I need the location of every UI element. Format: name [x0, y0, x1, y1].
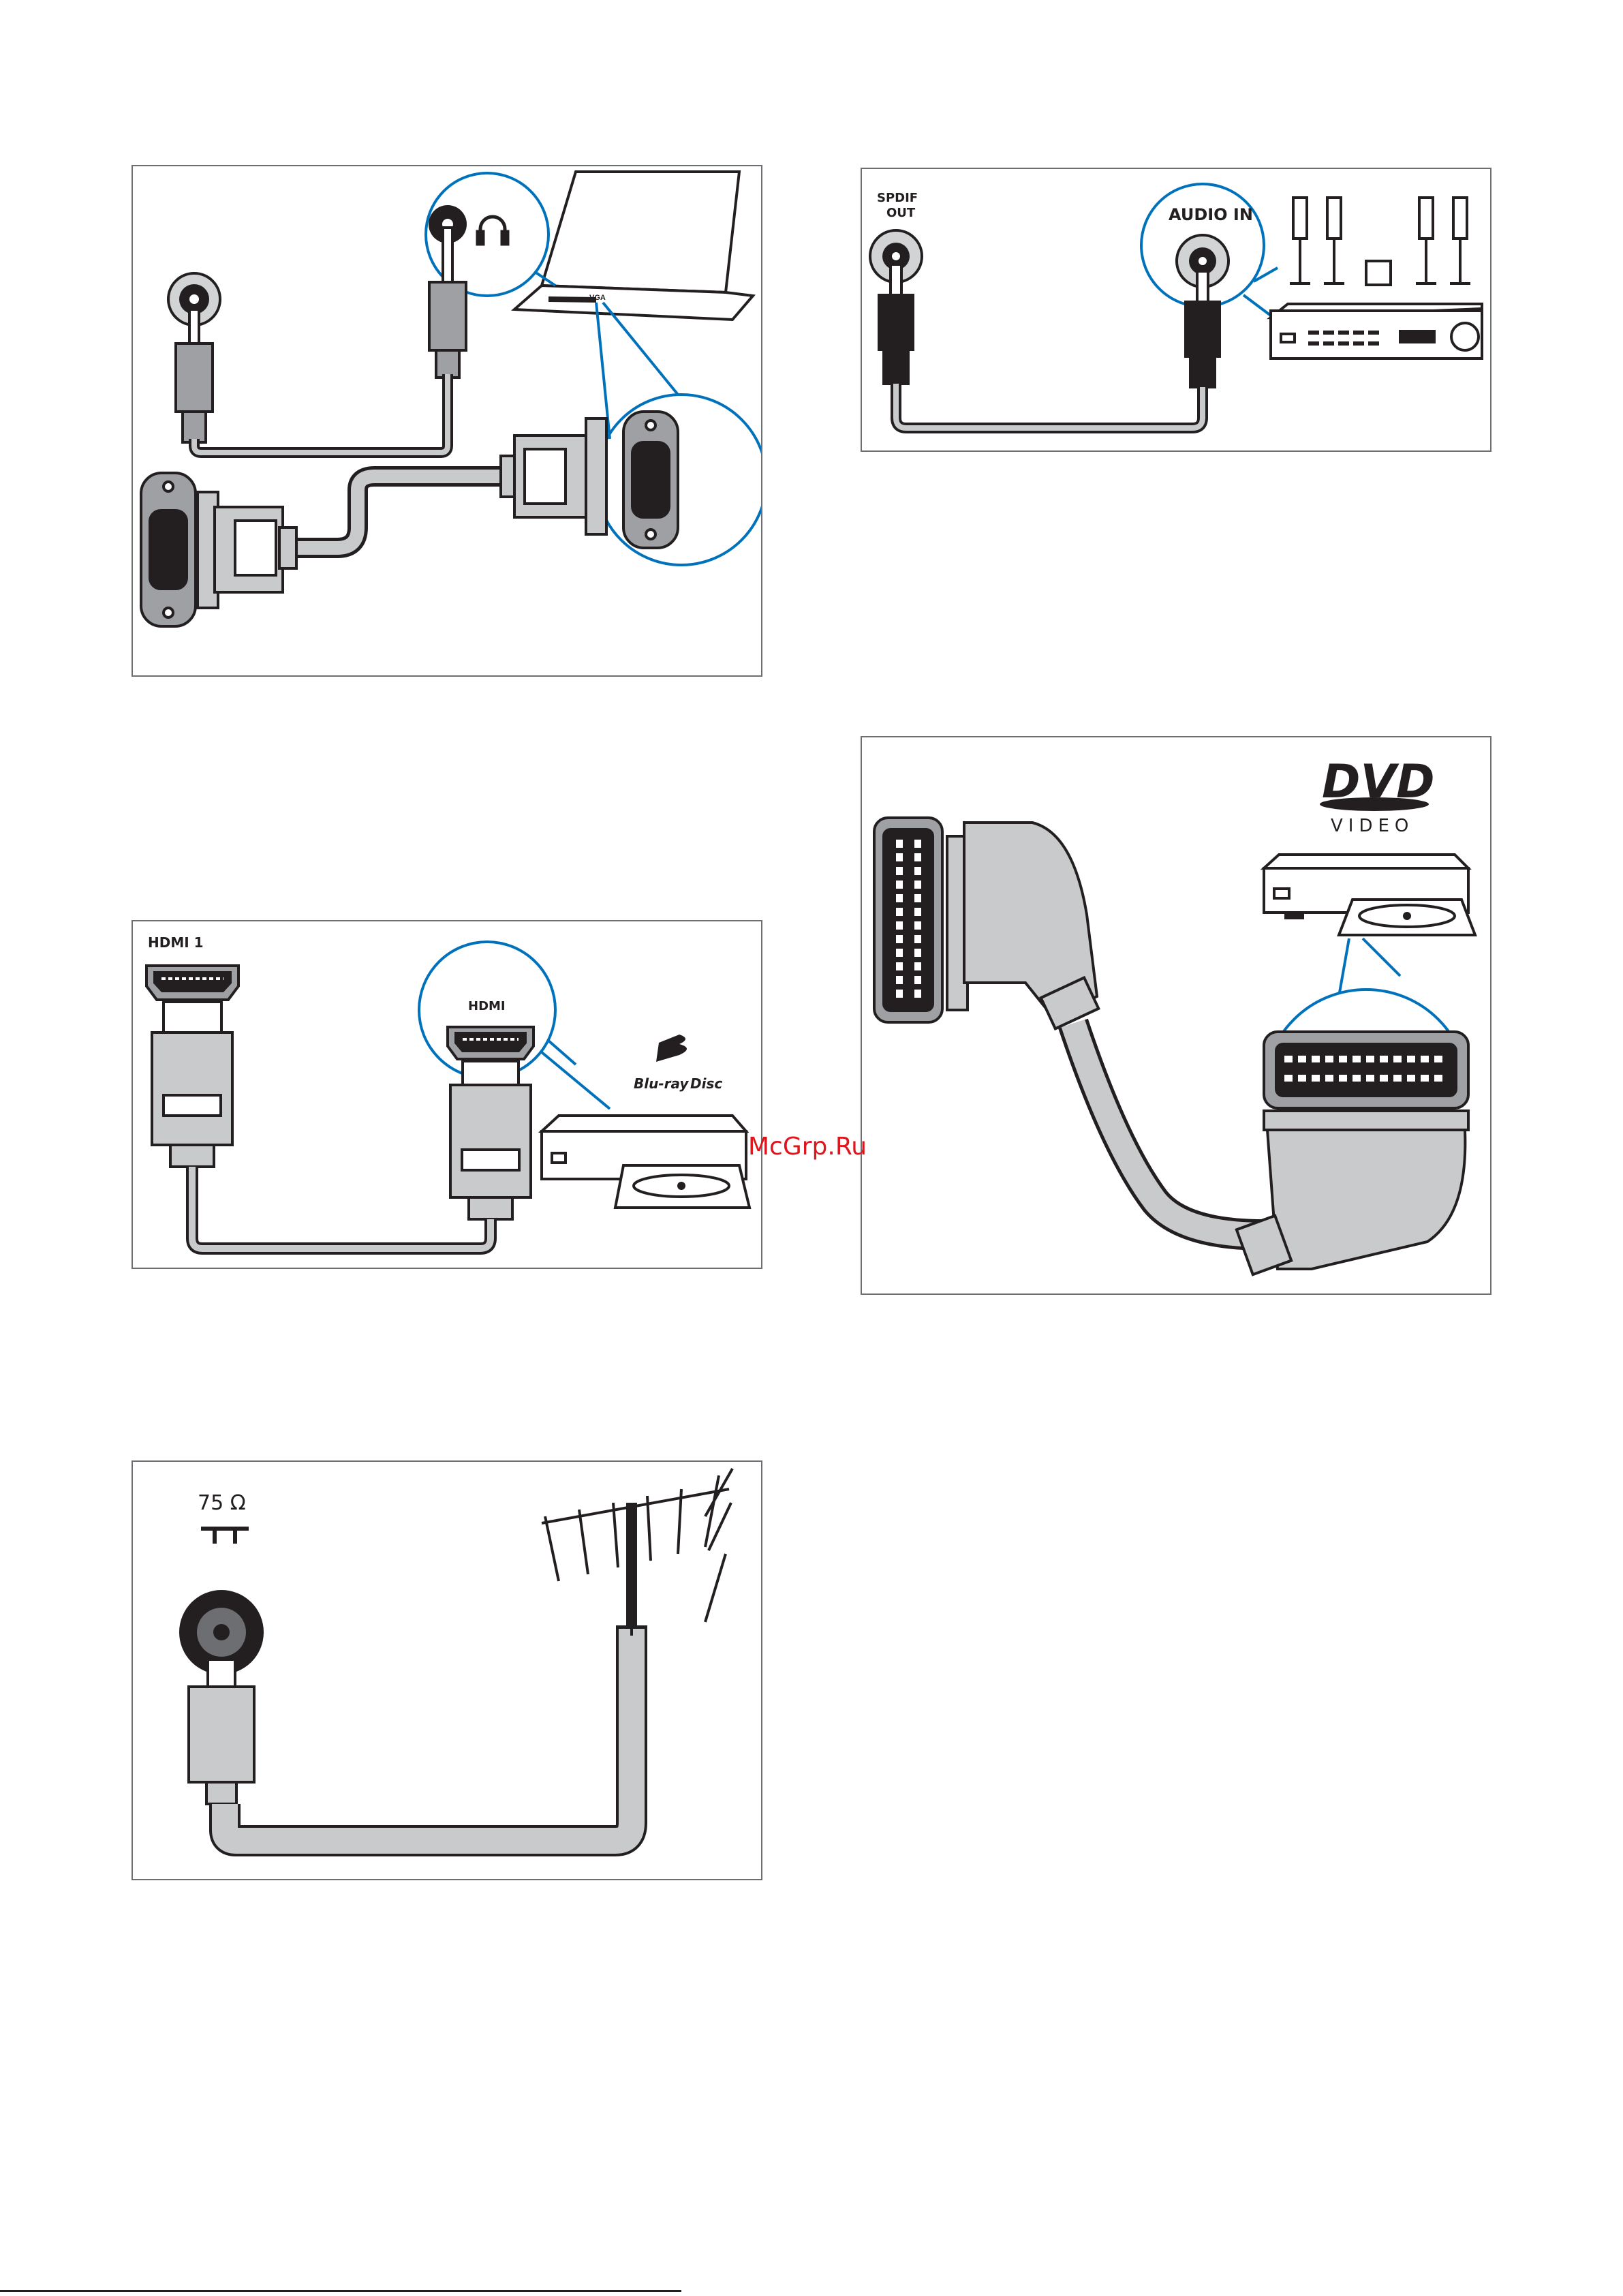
spdif-connection-diagram: SPDIF OUT AUDIO IN	[861, 168, 1491, 452]
vga-connection-diagram: VGA	[132, 165, 762, 677]
bluray-logo-text-1: Blu-ray	[634, 1075, 689, 1092]
speakers-icon	[1290, 198, 1470, 285]
vga-plug-tv	[198, 492, 296, 608]
antenna-diagram-svg: 75 Ω	[133, 1462, 761, 1879]
impedance-label: 75 Ω	[198, 1491, 246, 1515]
coax-plug	[189, 1659, 254, 1804]
antenna-cable	[225, 1625, 632, 1841]
hdmi-plug-tv	[152, 1002, 232, 1167]
vga-plug-laptop	[501, 418, 606, 534]
hdmi-connection-diagram: HDMI 1 HDMI	[132, 920, 762, 1269]
scart-port-dvd	[1264, 1032, 1468, 1108]
antenna-connection-diagram: 75 Ω	[132, 1460, 762, 1880]
audio-cable	[194, 374, 448, 453]
dvd-video-label: VIDEO	[1331, 816, 1414, 836]
scart-plug-dvd	[1237, 1111, 1468, 1274]
scart-plug-tv	[947, 823, 1098, 1028]
bluray-logo-text-2: Disc	[690, 1075, 722, 1092]
hdmi-port-bluray	[448, 1027, 534, 1059]
antenna-icon	[542, 1469, 732, 1625]
hdmi-cable	[192, 1167, 491, 1249]
scart-diagram-svg: DVD VIDEO	[862, 737, 1490, 1294]
scart-port-tv	[874, 818, 942, 1022]
spdif-out-label: OUT	[886, 206, 916, 220]
laptop-icon	[514, 172, 753, 320]
audio-plug-tv	[176, 309, 213, 442]
spdif-cable	[896, 384, 1203, 428]
laptop-vga-label: VGA	[589, 294, 606, 302]
vga-port-laptop	[623, 412, 678, 548]
hdmi-port-tv	[146, 966, 238, 1000]
bluray-player-icon	[542, 1116, 749, 1208]
bluray-logo-icon	[656, 1035, 687, 1062]
hdmi1-label: HDMI 1	[148, 934, 204, 951]
spdif-diagram-svg: SPDIF OUT AUDIO IN	[862, 169, 1490, 450]
coax-symbol-icon	[201, 1529, 249, 1544]
spdif-plug	[879, 264, 913, 384]
footer-rule	[0, 2290, 681, 2292]
dvd-player-icon	[1264, 855, 1475, 935]
vga-port-tv	[141, 473, 196, 626]
scart-connection-diagram: DVD VIDEO	[861, 736, 1491, 1295]
watermark-text: McGrp.Ru	[748, 1133, 867, 1161]
hdmi-plug-bluray	[450, 1061, 531, 1219]
audio-in-label: AUDIO IN	[1169, 205, 1253, 224]
spdif-label: SPDIF	[877, 191, 918, 205]
vga-diagram-svg: VGA	[133, 166, 761, 675]
dvd-disc-swoosh	[1320, 797, 1429, 811]
av-receiver-icon	[1271, 304, 1482, 358]
hdmi-diagram-svg: HDMI 1 HDMI	[133, 921, 761, 1268]
hdmi-label: HDMI	[468, 999, 506, 1013]
vga-cable	[290, 476, 514, 548]
